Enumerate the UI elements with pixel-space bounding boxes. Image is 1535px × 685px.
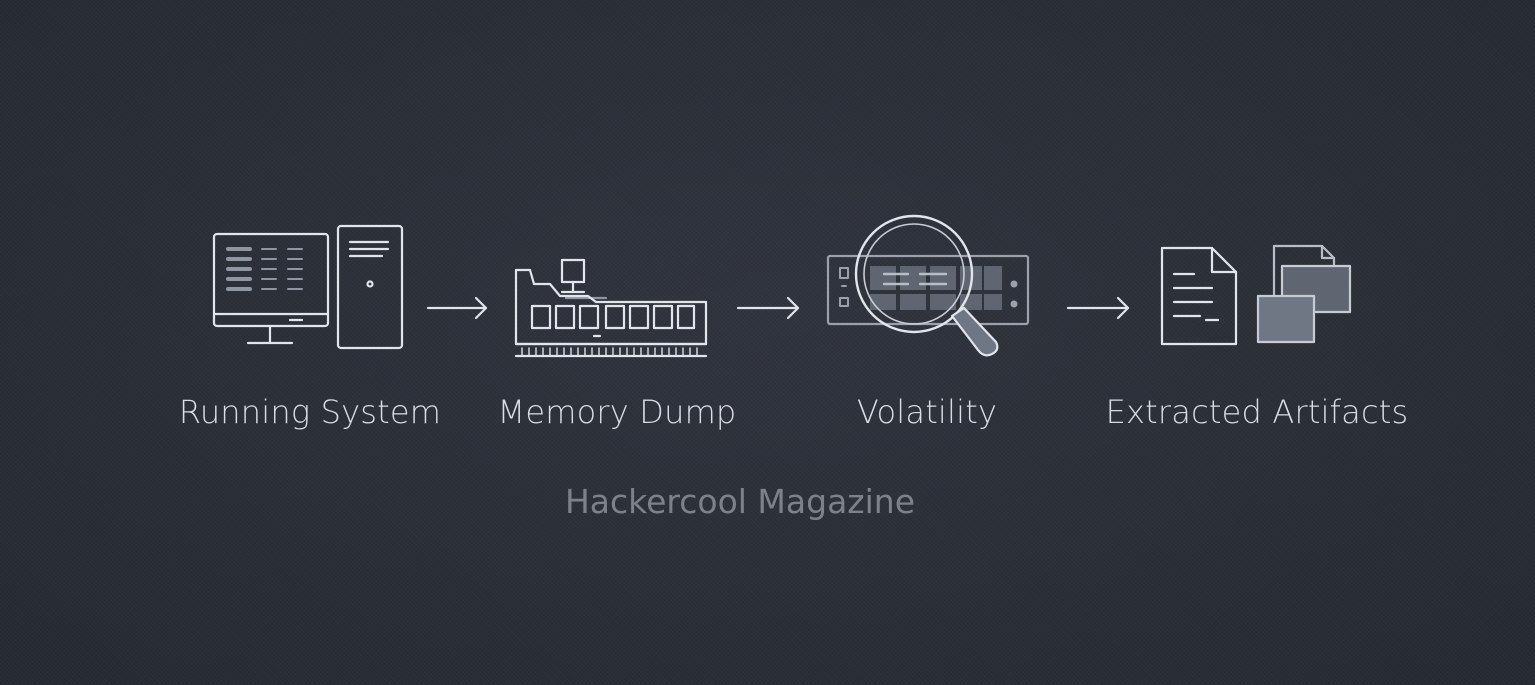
brand-watermark: Hackercool Magazine bbox=[564, 482, 915, 521]
stage-label-extracted-artifacts: Extracted Artifacts bbox=[1105, 393, 1409, 431]
memory-module-icon bbox=[510, 256, 714, 360]
arrow-right-icon bbox=[426, 296, 490, 324]
stage-label-volatility: Volatility bbox=[856, 393, 998, 431]
stage-label-memory-dump: Memory Dump bbox=[497, 393, 737, 431]
magnifying-glass-icon bbox=[824, 212, 1034, 362]
arrow-right-icon bbox=[1066, 296, 1132, 324]
arrow-right-icon bbox=[736, 296, 802, 324]
documents-icon bbox=[1156, 240, 1356, 350]
computer-icon bbox=[210, 222, 410, 354]
stage-label-running-system: Running System bbox=[178, 393, 442, 431]
